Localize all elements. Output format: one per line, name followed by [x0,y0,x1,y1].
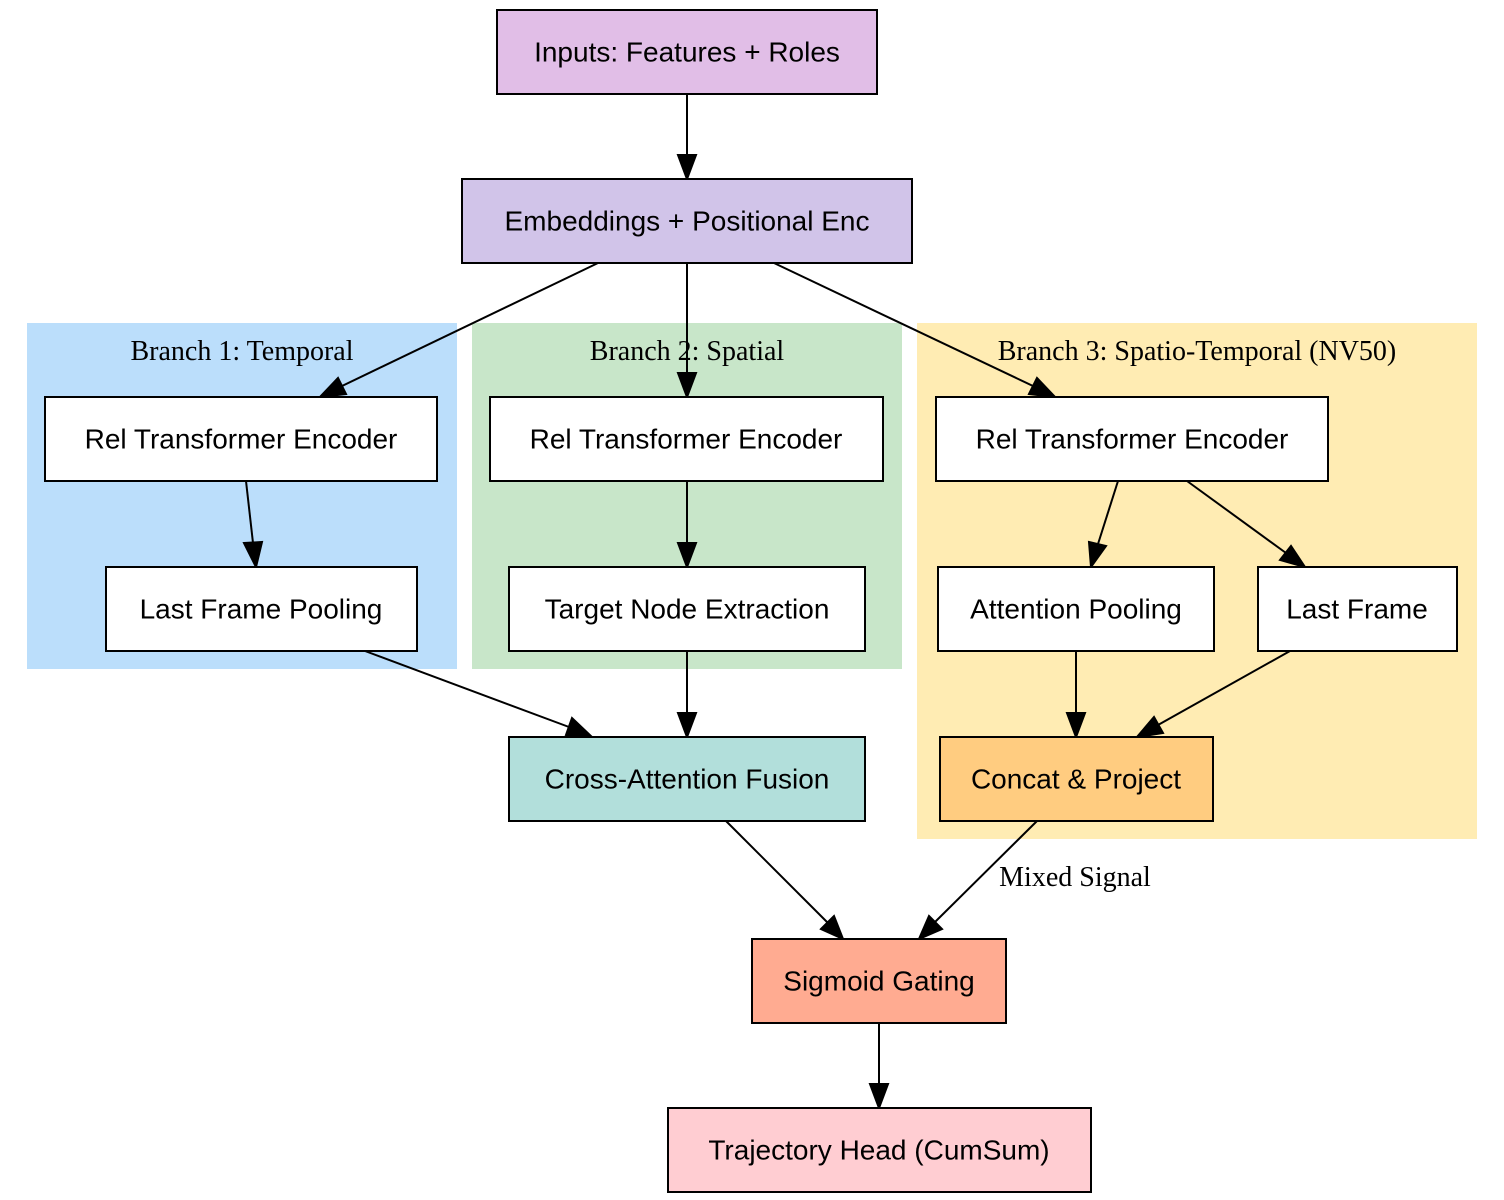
node-inputs-label: Inputs: Features + Roles [534,37,840,68]
node-b3-concat-label: Concat & Project [971,764,1181,795]
node-inputs: Inputs: Features + Roles [496,9,878,95]
arrow-b1-encoder-b1-pool [242,540,264,570]
cluster-branch-temporal-label: Branch 1: Temporal [130,336,353,367]
node-b3-encoder-label: Rel Transformer Encoder [976,424,1289,455]
edge-b1-pool-fusion [364,650,570,728]
node-gating-label: Sigmoid Gating [783,966,974,997]
node-fusion-box [508,736,866,822]
edge-b3-encoder-b3-last-frame [1186,480,1287,554]
arrow-b2-encoder-b2-extract [676,542,698,570]
node-b3-concat-box [939,736,1214,822]
edge-b3-encoder-b3-attn-pool [1097,480,1119,545]
node-b1-encoder-box [44,396,438,482]
edge-b3-last-frame-b3-concat [1157,650,1291,726]
node-head: Trajectory Head (CumSum) [667,1107,1092,1193]
node-b2-extract-label: Target Node Extraction [545,594,830,625]
node-b2-extract-box [508,566,866,652]
edge-b3-concat-gating [934,820,1038,923]
edge-fusion-gating [725,820,828,923]
arrow-embeddings-b2-encoder [676,372,698,400]
node-head-box [667,1107,1092,1193]
node-b1-pool: Last Frame Pooling [105,566,418,652]
node-b1-encoder-label: Rel Transformer Encoder [85,424,398,455]
arrow-b1-pool-fusion [564,716,595,739]
node-b2-extract: Target Node Extraction [508,566,866,652]
node-b3-attn-pool: Attention Pooling [937,566,1215,652]
node-b3-attn-pool-label: Attention Pooling [970,594,1182,625]
node-b1-pool-box [105,566,418,652]
node-b3-last-frame: Last Frame [1257,566,1458,652]
node-embeddings-label: Embeddings + Positional Enc [505,206,870,237]
arrow-b3-attn-pool-b3-concat [1065,712,1087,740]
arrow-fusion-gating [819,914,845,941]
arrow-gating-head [868,1083,890,1111]
node-b3-encoder-box [935,396,1329,482]
arrow-embeddings-b1-encoder [317,376,348,399]
node-b2-encoder-label: Rel Transformer Encoder [530,424,843,455]
edge-embeddings-b3-encoder [773,262,1034,387]
node-embeddings: Embeddings + Positional Enc [461,178,913,264]
node-b3-encoder: Rel Transformer Encoder [935,396,1329,482]
node-head-label: Trajectory Head (CumSum) [708,1135,1049,1166]
node-b3-attn-pool-box [937,566,1215,652]
edge-label-mixed-signal: Mixed Signal [999,862,1151,893]
node-b1-encoder: Rel Transformer Encoder [44,396,438,482]
node-gating: Sigmoid Gating [751,938,1007,1024]
node-b2-encoder: Rel Transformer Encoder [489,396,884,482]
node-fusion-label: Cross-Attention Fusion [545,764,830,795]
arrow-b3-encoder-b3-last-frame [1278,544,1308,569]
node-b3-last-frame-box [1257,566,1458,652]
edge-embeddings-b1-encoder [341,262,599,387]
arrow-embeddings-b3-encoder [1027,376,1058,399]
arrow-inputs-embeddings [676,154,698,182]
arrow-b3-encoder-b3-attn-pool [1087,540,1108,570]
arrow-b3-concat-gating [917,914,944,941]
node-b3-last-frame-label: Last Frame [1286,594,1428,625]
node-embeddings-box [461,178,913,264]
edge-b1-encoder-b1-pool [245,480,254,544]
arrow-b3-last-frame-b3-concat [1134,715,1165,739]
cluster-branch-spatiotemporal-label: Branch 3: Spatio-Temporal (NV50) [998,336,1397,367]
node-b3-concat: Concat & Project [939,736,1214,822]
arrow-b2-extract-fusion [676,712,698,740]
node-b2-encoder-box [489,396,884,482]
edges: Mixed Signal [242,94,1308,1111]
node-gating-box [751,938,1007,1024]
node-fusion: Cross-Attention Fusion [508,736,866,822]
node-b1-pool-label: Last Frame Pooling [140,594,383,625]
node-inputs-box [496,9,878,95]
